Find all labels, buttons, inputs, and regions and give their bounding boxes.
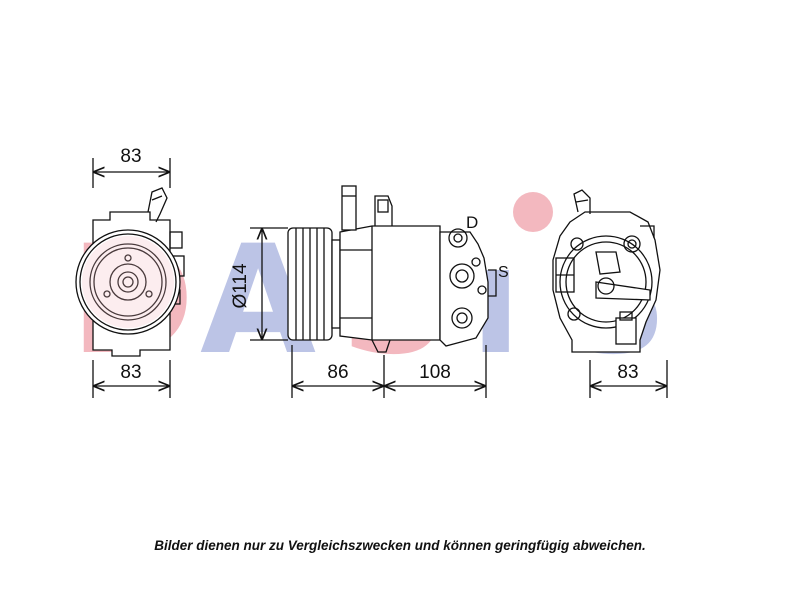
side-view: [250, 185, 497, 398]
rear-view: [552, 189, 668, 398]
suction-port-label: S: [498, 264, 509, 281]
front-bottom-dim-label: 83: [120, 362, 141, 383]
side-right-dim-label: 108: [419, 362, 451, 383]
side-left-dim-label: 86: [327, 362, 348, 383]
front-view: [75, 158, 185, 398]
discharge-port-label: D: [466, 213, 478, 232]
side-diameter-dim-label: Ø114: [230, 263, 251, 309]
watermark-dot: [513, 192, 553, 232]
disclaimer-caption: Bilder dienen nur zu Vergleichszwecken u…: [154, 538, 646, 553]
rear-bottom-dim-label: 83: [617, 362, 638, 383]
front-top-dim-label: 83: [120, 146, 141, 167]
